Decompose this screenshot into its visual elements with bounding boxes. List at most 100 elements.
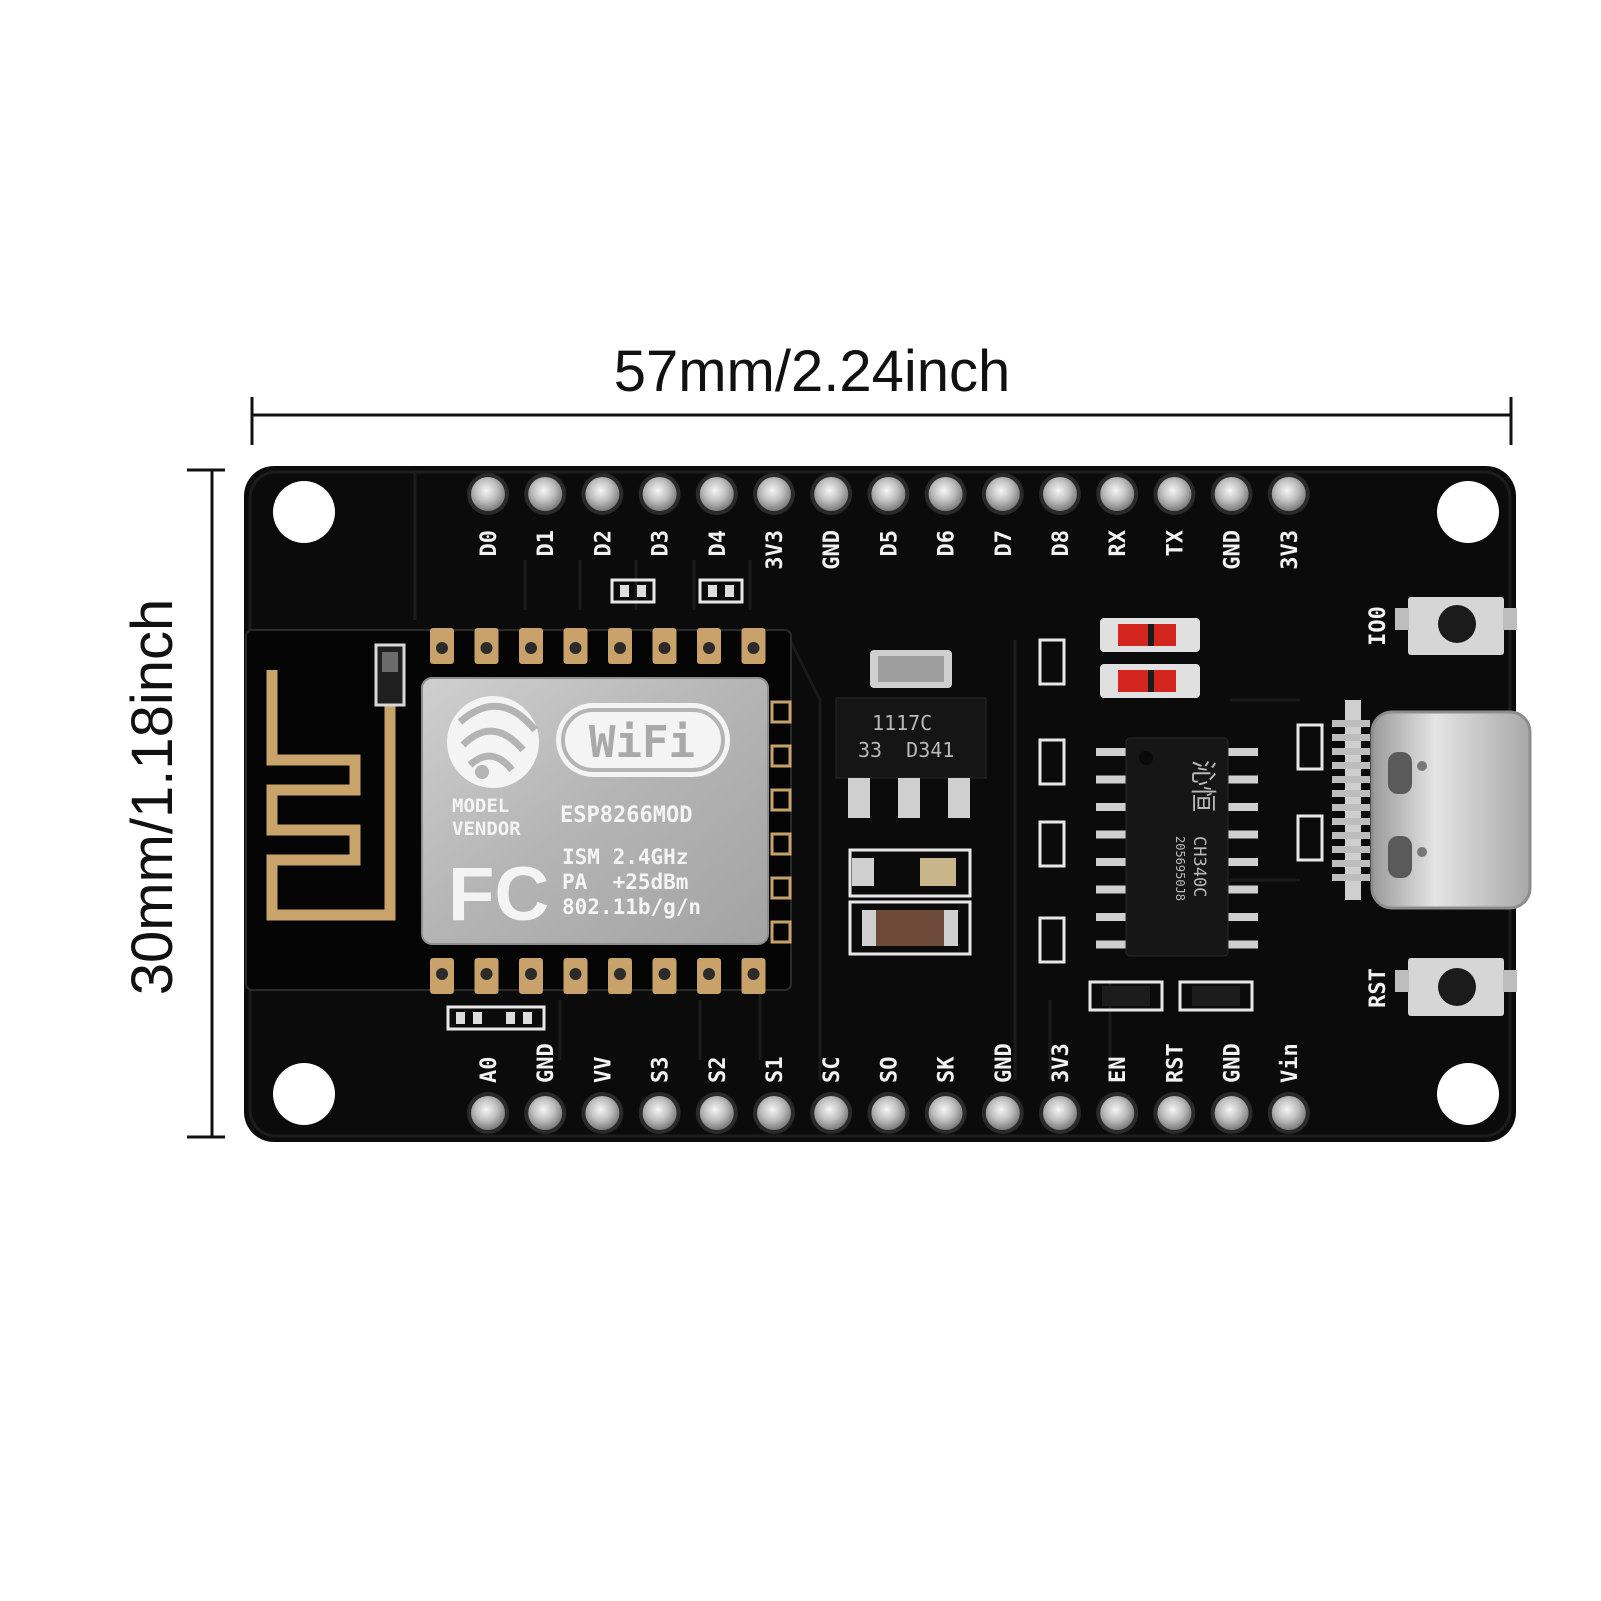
module-pad <box>608 958 632 994</box>
smd-components-top <box>446 578 744 1031</box>
module-pad <box>770 920 792 944</box>
pin-label-bottom: S3 <box>649 1057 674 1084</box>
module-pad <box>474 958 499 994</box>
pin-label-top: D4 <box>706 530 731 557</box>
espressif-logo <box>447 696 539 788</box>
pin-label-top: RX <box>1106 530 1131 557</box>
header-pin-top <box>981 473 1024 515</box>
module-pad <box>608 628 632 664</box>
rst-button[interactable]: RST <box>1366 958 1517 1016</box>
module-pad <box>430 958 454 994</box>
header-pin-bottom <box>695 1092 738 1134</box>
module-pad <box>741 628 766 664</box>
module-pads-top <box>430 628 766 664</box>
pin-label-bottom: S1 <box>763 1057 788 1084</box>
header-pin-bottom <box>981 1092 1024 1134</box>
header-pin-top <box>695 473 738 515</box>
pin-label-top: D8 <box>1049 530 1074 557</box>
fcc-logo: FC <box>448 852 549 937</box>
width-dimension: 57mm/2.24inch <box>250 339 1513 445</box>
pin-label-top: D3 <box>649 530 674 557</box>
pin-label-bottom: Vin <box>1278 1043 1303 1083</box>
module-pad <box>770 700 792 724</box>
module-pads-right <box>770 700 792 944</box>
module-pad <box>652 958 677 994</box>
pin-label-top: 3V3 <box>763 530 788 570</box>
pin-label-top: D6 <box>935 530 960 557</box>
pin-label-bottom: VV <box>591 1057 616 1084</box>
module-pad <box>770 832 792 856</box>
header-pin-bottom <box>1096 1092 1139 1134</box>
diodes <box>1100 618 1200 698</box>
spec-line-3: 802.11b/g/n <box>562 895 701 919</box>
spec-line-2: PA +25dBm <box>562 870 688 894</box>
header-pin-bottom <box>1210 1092 1253 1134</box>
header-pin-bottom <box>1153 1092 1196 1134</box>
header-pin-bottom <box>810 1092 853 1134</box>
header-pin-top <box>867 473 910 515</box>
width-label: 57mm/2.24inch <box>614 339 1011 404</box>
header-pin-top <box>1153 473 1196 515</box>
pin-label-bottom: GND <box>992 1043 1017 1083</box>
pin-label-top: TX <box>1163 530 1188 557</box>
module-pad <box>563 958 588 994</box>
io0-label: IO0 <box>1366 606 1391 646</box>
pin-label-bottom: A0 <box>477 1057 502 1084</box>
header-pin-bottom <box>1267 1092 1310 1134</box>
header-pin-bottom <box>581 1092 624 1134</box>
height-label: 30mm/1.18inch <box>120 599 185 996</box>
wifi-logo: WiFi <box>556 703 730 777</box>
passive-components <box>848 848 972 956</box>
header-pin-top <box>1039 473 1081 515</box>
header-pin-top <box>1210 473 1253 515</box>
module-pad <box>770 744 792 768</box>
module-pad <box>770 788 792 812</box>
smd-components-bottom <box>1088 980 1254 1012</box>
header-pin-bottom <box>753 1092 795 1134</box>
resistor-column <box>1038 638 1066 964</box>
pin-label-bottom: 3V3 <box>1049 1043 1074 1083</box>
pin-label-bottom: EN <box>1106 1057 1131 1084</box>
traces <box>413 470 1300 1080</box>
height-dimension: 30mm/1.18inch <box>120 468 225 1139</box>
module-model: ESP8266MOD <box>560 803 692 828</box>
pin-label-top: D7 <box>992 530 1017 557</box>
module-pad <box>697 628 721 664</box>
pin-label-top: 3V3 <box>1278 530 1303 570</box>
module-pad <box>519 958 543 994</box>
module-pad <box>652 628 677 664</box>
usb-c-connector[interactable] <box>1296 700 1532 910</box>
pin-label-bottom: GND <box>1221 1043 1246 1083</box>
pin-label-top: D0 <box>477 530 502 557</box>
header-pin-bottom <box>524 1092 567 1134</box>
mounting-holes <box>273 481 1499 1125</box>
pin-label-bottom: GND <box>534 1043 559 1083</box>
rst-label: RST <box>1366 968 1391 1008</box>
chip-code: 2056950J8 <box>1173 836 1187 901</box>
pin-label-top: D5 <box>877 530 902 557</box>
header-pin-bottom <box>867 1092 910 1134</box>
header-pin-top <box>581 473 624 515</box>
pin-label-bottom: SK <box>935 1056 960 1083</box>
header-pin-top <box>753 473 795 515</box>
model-label: MODEL <box>452 795 509 817</box>
pin-label-top: GND <box>1221 530 1246 570</box>
io0-button[interactable]: IO0 <box>1366 597 1517 655</box>
pcb-antenna <box>266 650 396 921</box>
module-pad <box>741 958 766 994</box>
chip-model: CH340C <box>1189 836 1209 897</box>
header-pin-bottom <box>467 1092 509 1134</box>
module-pad <box>697 958 721 994</box>
pin-label-bottom: S2 <box>706 1057 731 1084</box>
vendor-label: VENDOR <box>452 818 521 840</box>
module-pad <box>430 628 454 664</box>
chip-logo: 沁恒 <box>1187 760 1217 812</box>
header-pin-bottom <box>638 1092 681 1134</box>
wifi-logo-text: WiFi <box>589 717 695 768</box>
module-pad <box>770 876 792 900</box>
module-pad <box>474 628 499 664</box>
header-pin-bottom <box>1039 1092 1081 1134</box>
header-pin-bottom <box>924 1092 967 1134</box>
